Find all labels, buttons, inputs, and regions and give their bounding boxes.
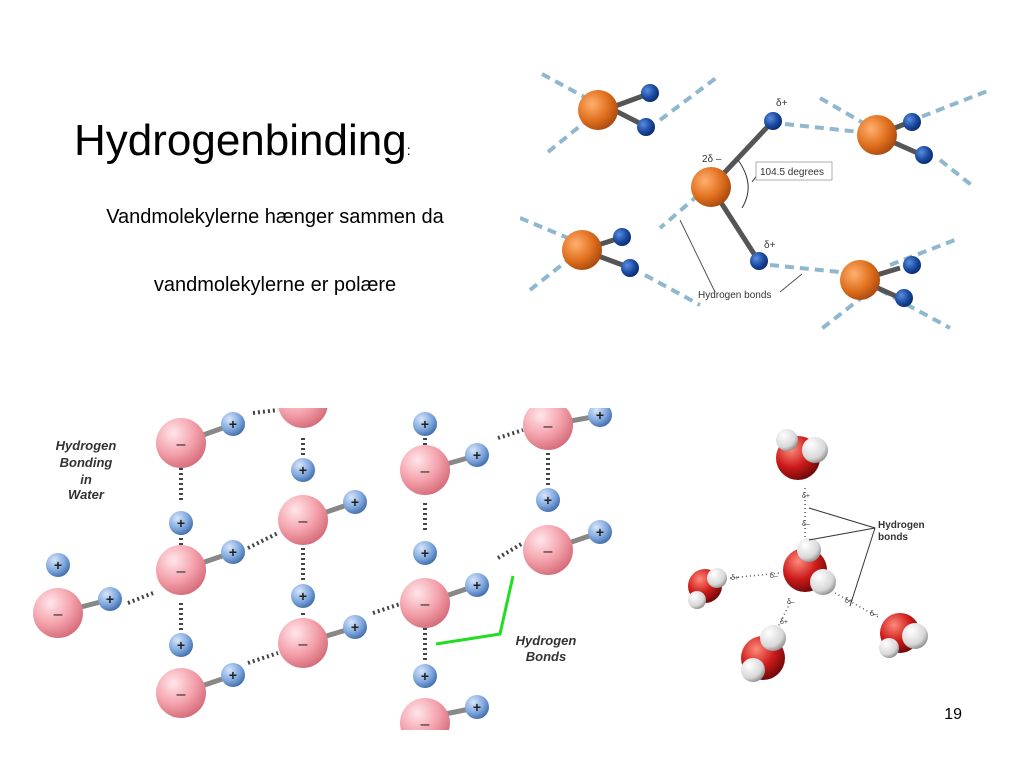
hbond-pointer-right [779,273,803,293]
svg-text:–: – [177,686,186,703]
svg-text:+: + [177,515,185,531]
svg-text:+: + [351,494,359,510]
svg-text:+: + [473,699,481,715]
lattice-hbonds [127,408,550,665]
lattice-title-line-1: Hydrogen [56,438,117,453]
title-text: Hydrogenbinding [74,116,407,165]
cluster-label-line-1: Hydrogen [878,520,925,531]
hbond-label: Hydrogen bonds [698,290,771,301]
svg-text:–: – [421,716,430,730]
svg-text:–: – [177,563,186,580]
water-molecule-diagram: 104.5 degrees 2δ – δ+ δ+ Hydrogen bonds [520,72,991,332]
delta-plus-label-bottom: δ+ [764,240,776,251]
hbond-green-pointer [435,575,515,646]
svg-text:+: + [229,667,237,683]
svg-text:δ+: δ+ [802,493,810,500]
svg-text:–: – [544,418,553,435]
svg-text:+: + [299,588,307,604]
title-colon: : [406,142,411,158]
svg-text:–: – [544,543,553,560]
svg-text:+: + [421,668,429,684]
delta-plus-label-top: δ+ [776,98,788,109]
svg-text:δ–: δ– [870,611,878,618]
angle-label-box [755,161,833,181]
angle-label: 104.5 degrees [760,167,824,178]
svg-text:–: – [177,436,186,453]
subtitle-line-1: Vandmolekylerne hænger sammen da [106,206,444,228]
plus-signs: + + + + + + + + + + + + + + + + + + + + [54,408,604,715]
svg-text:+: + [299,462,307,478]
subtitle-line-2: vandmolekylerne er polære [153,274,397,296]
svg-text:+: + [596,524,604,540]
charge-signs: – – – – – – – – – – – [54,418,553,730]
svg-text:+: + [473,577,481,593]
svg-text:+: + [544,492,552,508]
svg-text:+: + [54,557,62,573]
svg-text:+: + [106,591,114,607]
angle-arc [737,159,749,209]
lattice-bonds-label: Hydrogen Bonds [516,633,577,664]
lattice-title-line-4: Water [68,487,105,502]
svg-text:δ+: δ+ [780,619,788,626]
svg-text:δ–: δ– [787,599,795,606]
svg-text:+: + [421,416,429,432]
svg-text:–: – [421,596,430,613]
lattice-bonds-label-line-2: Bonds [526,649,566,664]
svg-text:+: + [421,545,429,561]
svg-text:–: – [299,636,308,653]
lattice-title: Hydrogen Bonding in Water [56,438,117,502]
hbond-pointer-left [679,219,716,293]
cluster-molecules [688,429,928,682]
svg-text:–: – [54,606,63,623]
cluster-partial-charges: δ+ δ– δ+ δ– δ– δ+ δ+ δ– [731,493,878,626]
lattice-oxygen-atoms [33,408,573,730]
hydrogen-bonding-lattice: Hydrogen Bonding in Water [33,408,612,730]
svg-text:+: + [596,408,604,423]
hydrogen-atoms [613,84,933,307]
svg-text:δ–: δ– [770,573,778,580]
svg-text:–: – [421,463,430,480]
svg-text:δ–: δ– [802,521,810,528]
oxygen-atoms [562,90,897,300]
lattice-title-line-3: in [80,472,92,487]
svg-text:δ+: δ+ [845,598,853,605]
svg-text:+: + [177,637,185,653]
cluster-hbonds [729,488,881,634]
lattice-covalent-bonds [57,413,599,721]
cluster-label-line-2: bonds [878,532,908,543]
slide-title: Hydrogenbinding: [74,116,411,166]
water-cluster-3d: δ+ δ– δ+ δ– δ– δ+ δ+ δ– Hydrogen bonds [688,429,928,682]
lattice-title-line-2: Bonding [60,455,113,470]
svg-text:+: + [229,416,237,432]
delta-minus-label: 2δ – [702,154,722,165]
lattice-hydrogen-atoms [46,408,612,719]
svg-text:δ+: δ+ [731,575,739,582]
svg-text:–: – [299,513,308,530]
lattice-bonds-label-line-1: Hydrogen [516,633,577,648]
cluster-hbond-label: Hydrogen bonds [878,520,925,543]
svg-text:+: + [473,447,481,463]
svg-text:+: + [351,619,359,635]
hydrogen-bond-dashes [520,72,991,332]
svg-text:+: + [229,544,237,560]
page-number: 19 [944,706,962,723]
